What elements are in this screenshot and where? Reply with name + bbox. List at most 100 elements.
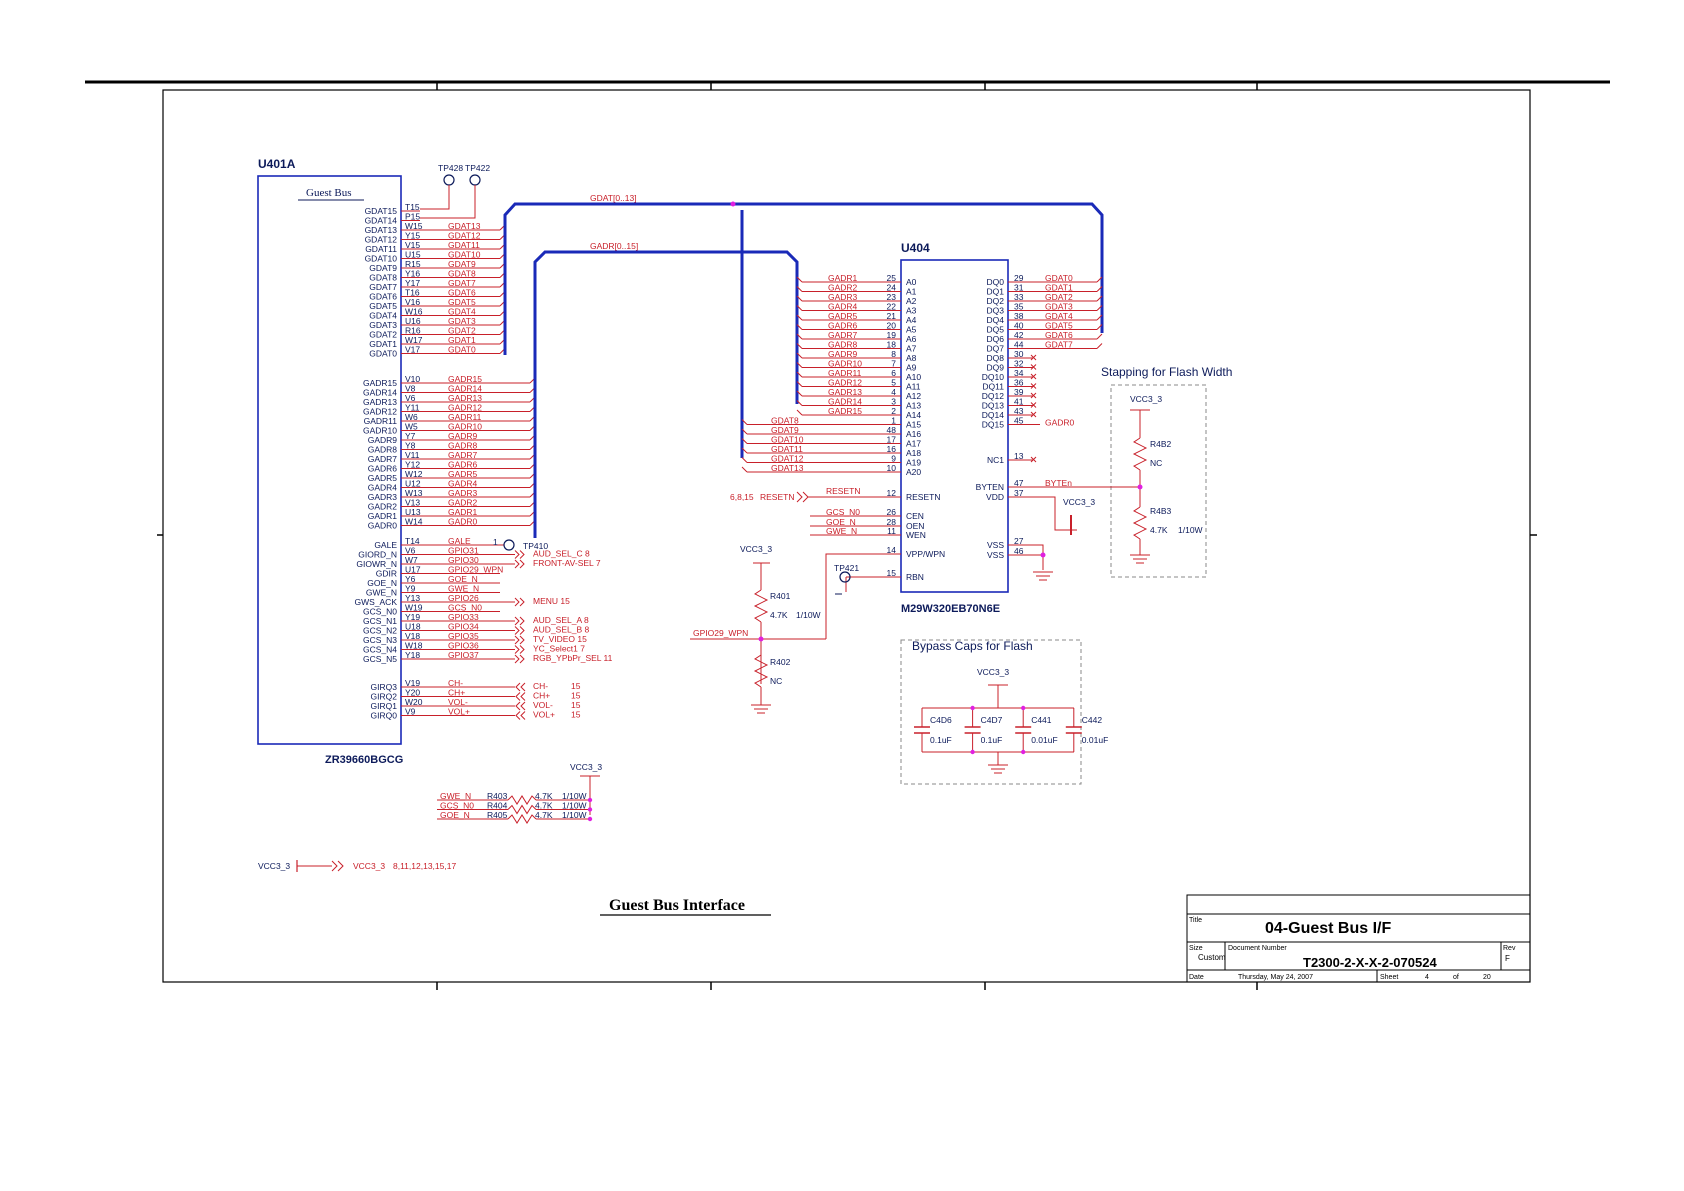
- u404-pin-net: GADR13: [828, 387, 862, 397]
- sheet-total: 20: [1483, 974, 1491, 981]
- u401-pin-net: GDAT7: [448, 278, 476, 288]
- u401-girq-page: 15: [571, 710, 581, 720]
- u404-pin-name: A16: [906, 429, 921, 439]
- u404-pin-num: 43: [1014, 406, 1024, 416]
- pullup-ref: R403: [487, 791, 508, 801]
- u401-pin-name: GIRQ2: [371, 692, 398, 702]
- u404-pin-net: GDAT12: [771, 454, 804, 464]
- u401-pin-net: GADR13: [448, 393, 482, 403]
- sheet-number: 4: [1425, 974, 1429, 981]
- u401-pin-net: GDAT8: [448, 269, 476, 279]
- u401-pin-net: GOE_N: [448, 574, 478, 584]
- u401-pin-name: GADR0: [368, 521, 398, 531]
- u404-pin-name: DQ2: [987, 296, 1005, 306]
- u404-symbol: U404 M29W320EB70N6E A025GADR1A124GADR2A2…: [741, 241, 1103, 615]
- u401-pin-ball: V13: [405, 498, 420, 508]
- u401-pin-net: GADR1: [448, 507, 478, 517]
- u401-pin-ball: Y15: [405, 231, 420, 241]
- u401-offpage-dest: MENU 15: [533, 596, 570, 606]
- pullup-net: GWE_N: [440, 791, 471, 801]
- u404-pin-name: NC1: [987, 455, 1004, 465]
- u404-pin-net: GDAT2: [1045, 292, 1073, 302]
- u401-pin-net: GDAT0: [448, 345, 476, 355]
- u401-pin-net: GADR2: [448, 498, 478, 508]
- u401-pin-net: GADR4: [448, 479, 478, 489]
- u401-girq-page: 15: [571, 700, 581, 710]
- gale-pin-number: 1: [493, 537, 498, 547]
- u401-pin-name: GDAT13: [365, 225, 398, 235]
- cap-value: 0.01uF: [1082, 735, 1108, 745]
- strap-title: Stapping for Flash Width: [1101, 365, 1232, 379]
- u404-pin-num: 19: [887, 330, 897, 340]
- u404-pin-name: A8: [906, 353, 917, 363]
- u401-pin-net: GPIO29_WPN: [448, 565, 503, 575]
- u401-pin-ball: V10: [405, 374, 420, 384]
- u404-pin-net: GADR5: [828, 311, 858, 321]
- u401-pin-ball: V8: [405, 384, 416, 394]
- u404-pin-net: GADR11: [828, 368, 862, 378]
- u401-pin-name: GADR11: [364, 416, 398, 426]
- sheet-label: Sheet: [1380, 974, 1398, 981]
- u401-pin-name: GADR9: [368, 435, 398, 445]
- u404-pin-num: 27: [1014, 536, 1024, 546]
- u404-pin-name: A1: [906, 287, 917, 297]
- docnum-label: Document Number: [1228, 945, 1287, 952]
- u404-pin-num: 15: [887, 568, 897, 578]
- bus-lines: [503, 202, 1104, 538]
- tp422-label: TP422: [465, 163, 490, 173]
- u401-pin-net: GPIO33: [448, 612, 479, 622]
- u404-pin-net: GADR15: [828, 406, 862, 416]
- u401-pin-ball: V9: [405, 707, 416, 717]
- title-block: Title 04-Guest Bus I/F Size Custom Docum…: [1186, 894, 1531, 983]
- u404-pin-name: DQ0: [987, 277, 1005, 287]
- u401-offpage-dest: YC_Select1 7: [533, 644, 585, 654]
- docnum-value: T2300-2-X-X-2-070524: [1303, 955, 1437, 970]
- cap-value: 0.1uF: [930, 735, 952, 745]
- u401-pin-name: GADR4: [368, 483, 398, 493]
- u401-part: ZR39660BGCG: [325, 754, 403, 766]
- u404-pin-num: 21: [887, 311, 897, 321]
- u404-pin-name: A7: [906, 344, 917, 354]
- u404-pin-num: 33: [1014, 292, 1024, 302]
- r401-ref: R401: [770, 591, 791, 601]
- u401-pin-ball: V11: [405, 450, 420, 460]
- u401-pin-name: GDAT7: [369, 282, 397, 292]
- u401-pin-name: GWE_N: [366, 588, 397, 598]
- u401-pin-net: GDAT1: [448, 335, 476, 345]
- pullup-power: 1/10W: [562, 810, 587, 820]
- u404-pin-name: DQ7: [987, 344, 1005, 354]
- size-label: Size: [1189, 945, 1203, 952]
- u404-pin-name: A2: [906, 296, 917, 306]
- u401-pin-net: GCS_N0: [448, 603, 482, 613]
- u401-pin-ball: T16: [405, 288, 420, 298]
- r483-power: 1/10W: [1178, 525, 1203, 535]
- u404-pin-name: A13: [906, 401, 921, 411]
- u404-pin-num: 13: [1014, 451, 1024, 461]
- u401-pin-ball: W14: [405, 517, 423, 527]
- u404-pin-name: A20: [906, 467, 921, 477]
- u404-pin-net: GADR14: [828, 397, 862, 407]
- strap-section: Stapping for Flash Width VCC3_3 R4B2 NC …: [1008, 365, 1232, 578]
- r483-ref: R4B3: [1150, 506, 1172, 516]
- u404-pin-num: 42: [1014, 330, 1024, 340]
- u404-pin-net: GDAT3: [1045, 302, 1073, 312]
- u404-pin-name: A6: [906, 334, 917, 344]
- u401-pin-name: GDIR: [376, 569, 397, 579]
- u401-pin-ball: Y16: [405, 269, 420, 279]
- u401-pin-ball: W17: [405, 335, 423, 345]
- u401-pin-net: VOL-: [448, 697, 468, 707]
- u401-pin-name: GDAT15: [365, 206, 398, 216]
- u404-pin-net: GDAT4: [1045, 311, 1073, 321]
- u401-pin-net: GDAT9: [448, 259, 476, 269]
- u401-pin-net: GWE_N: [448, 584, 479, 594]
- u401-pin-ball: W7: [405, 555, 418, 565]
- u401-pin-net: GDAT3: [448, 316, 476, 326]
- u401-offpage-dest: RGB_YPbPr_SEL 11: [533, 653, 613, 663]
- tp421-label: TP421: [834, 563, 859, 573]
- u401-pin-ball: P15: [405, 212, 420, 222]
- vcc-dest-label: VCC3_3: [353, 861, 385, 871]
- u401-pin-name: GCS_N3: [363, 635, 397, 645]
